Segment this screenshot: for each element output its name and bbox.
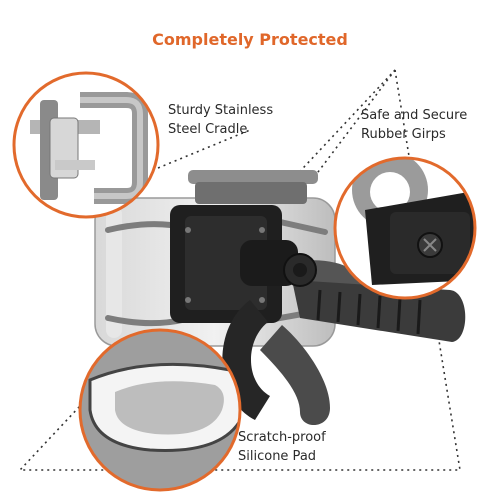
callout-pad-line2: Silicone Pad <box>238 449 317 464</box>
dotted-guide-lines <box>18 69 461 471</box>
rubber-grip-closeup-icon <box>333 156 477 300</box>
callout-grips-line1: Safe and Secure <box>361 108 468 123</box>
silicone-pad-closeup-icon <box>78 328 242 492</box>
callout-silicone-pad: Scratch-proof Silicone Pad <box>238 428 326 466</box>
callout-rubber-grips: Safe and Secure Rubber Girps <box>361 106 467 144</box>
callout-cradle-line1: Sturdy Stainless <box>168 103 274 118</box>
callout-grips-line2: Rubber Girps <box>361 127 446 142</box>
headline: Completely Protected <box>152 30 348 49</box>
callout-cradle-line2: Steel Cradle <box>168 122 248 137</box>
steel-cradle-closeup-icon <box>12 71 160 219</box>
callout-pad-line1: Scratch-proof <box>238 430 326 445</box>
callout-steel-cradle: Sturdy Stainless Steel Cradle <box>168 101 273 139</box>
